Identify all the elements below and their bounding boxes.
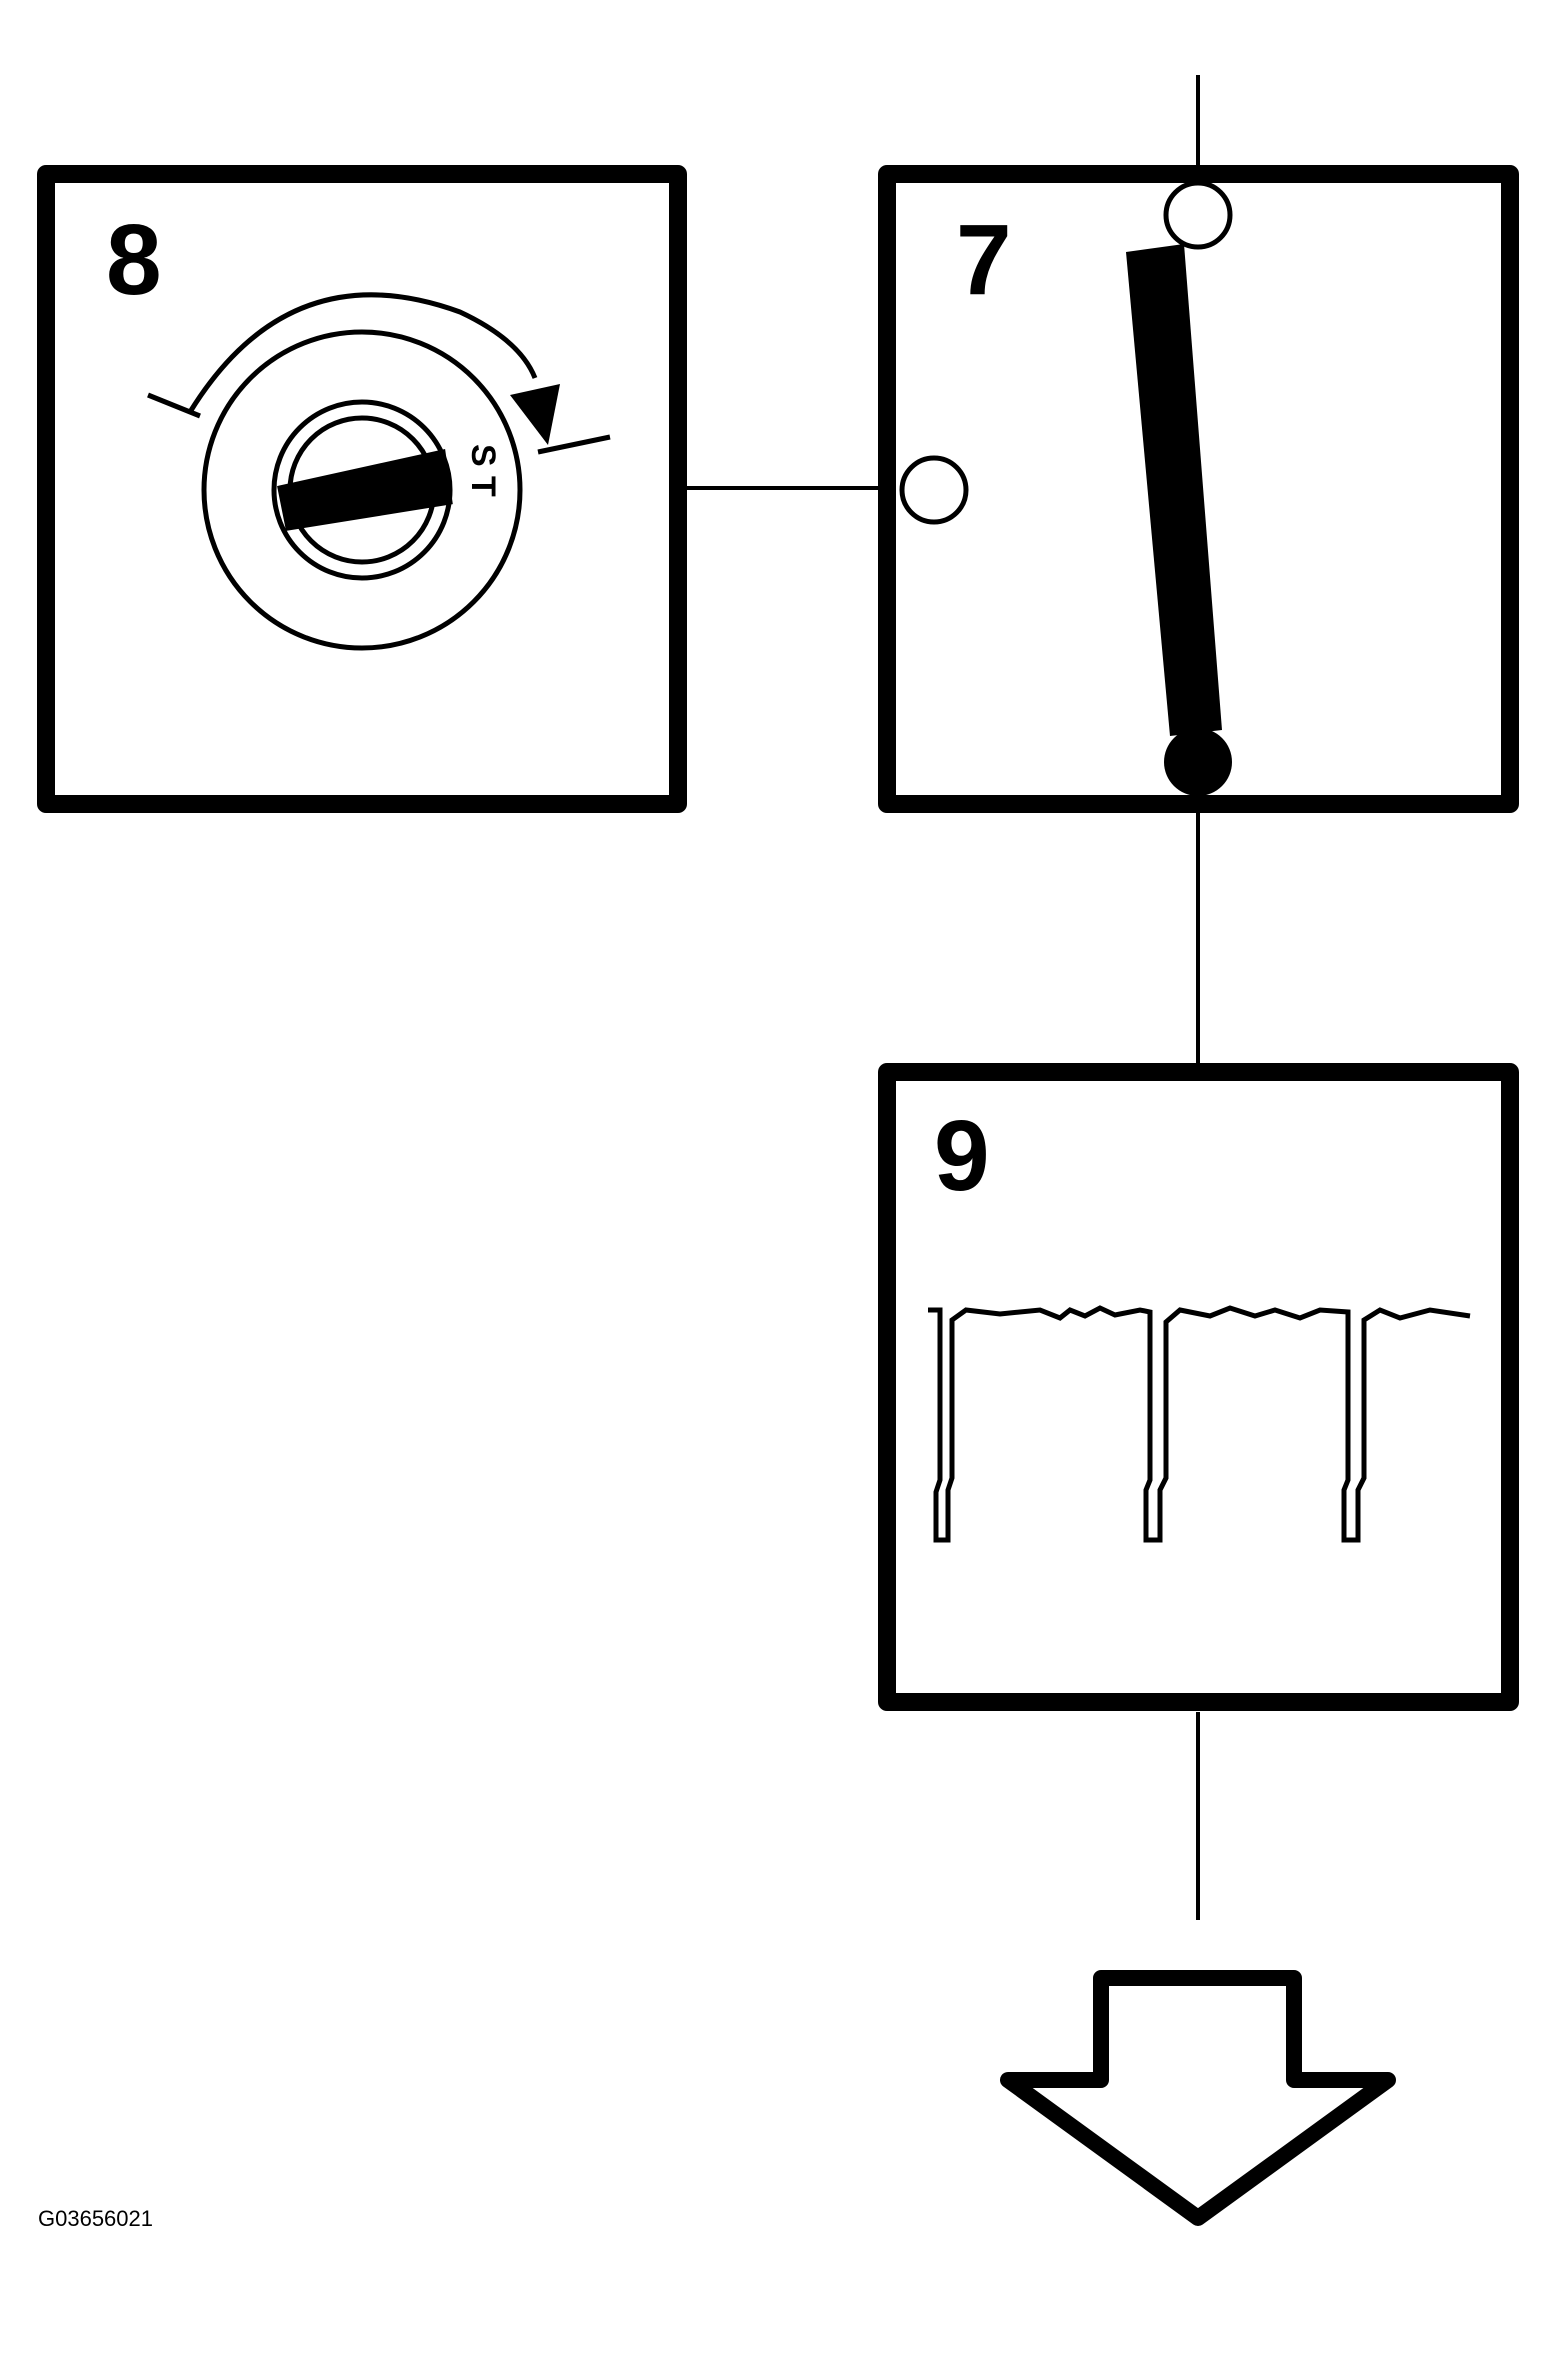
down-arrow-icon bbox=[1000, 1970, 1396, 2226]
panel-9-number: 9 bbox=[934, 1100, 990, 1212]
position-label-t: T bbox=[464, 476, 502, 497]
side-terminal bbox=[899, 455, 969, 525]
rotation-arrow-icon bbox=[147, 292, 611, 455]
top-terminal bbox=[1163, 180, 1233, 250]
pivot-terminal bbox=[1164, 728, 1232, 796]
panel-7-number: 7 bbox=[956, 204, 1012, 316]
switch-lever-icon bbox=[1126, 244, 1222, 736]
waveform-icon bbox=[928, 1305, 1471, 1543]
figure-id: G03656021 bbox=[38, 2206, 153, 2231]
panel-8-number: 8 bbox=[106, 204, 162, 316]
panel-8: 8 S T bbox=[37, 165, 687, 813]
ignition-key-icon bbox=[201, 329, 523, 651]
panel-7: 7 bbox=[878, 165, 1519, 813]
panel-9: 9 bbox=[878, 1063, 1519, 1711]
position-label-s: S bbox=[464, 444, 502, 467]
panel-9-frame bbox=[878, 1063, 1519, 1711]
